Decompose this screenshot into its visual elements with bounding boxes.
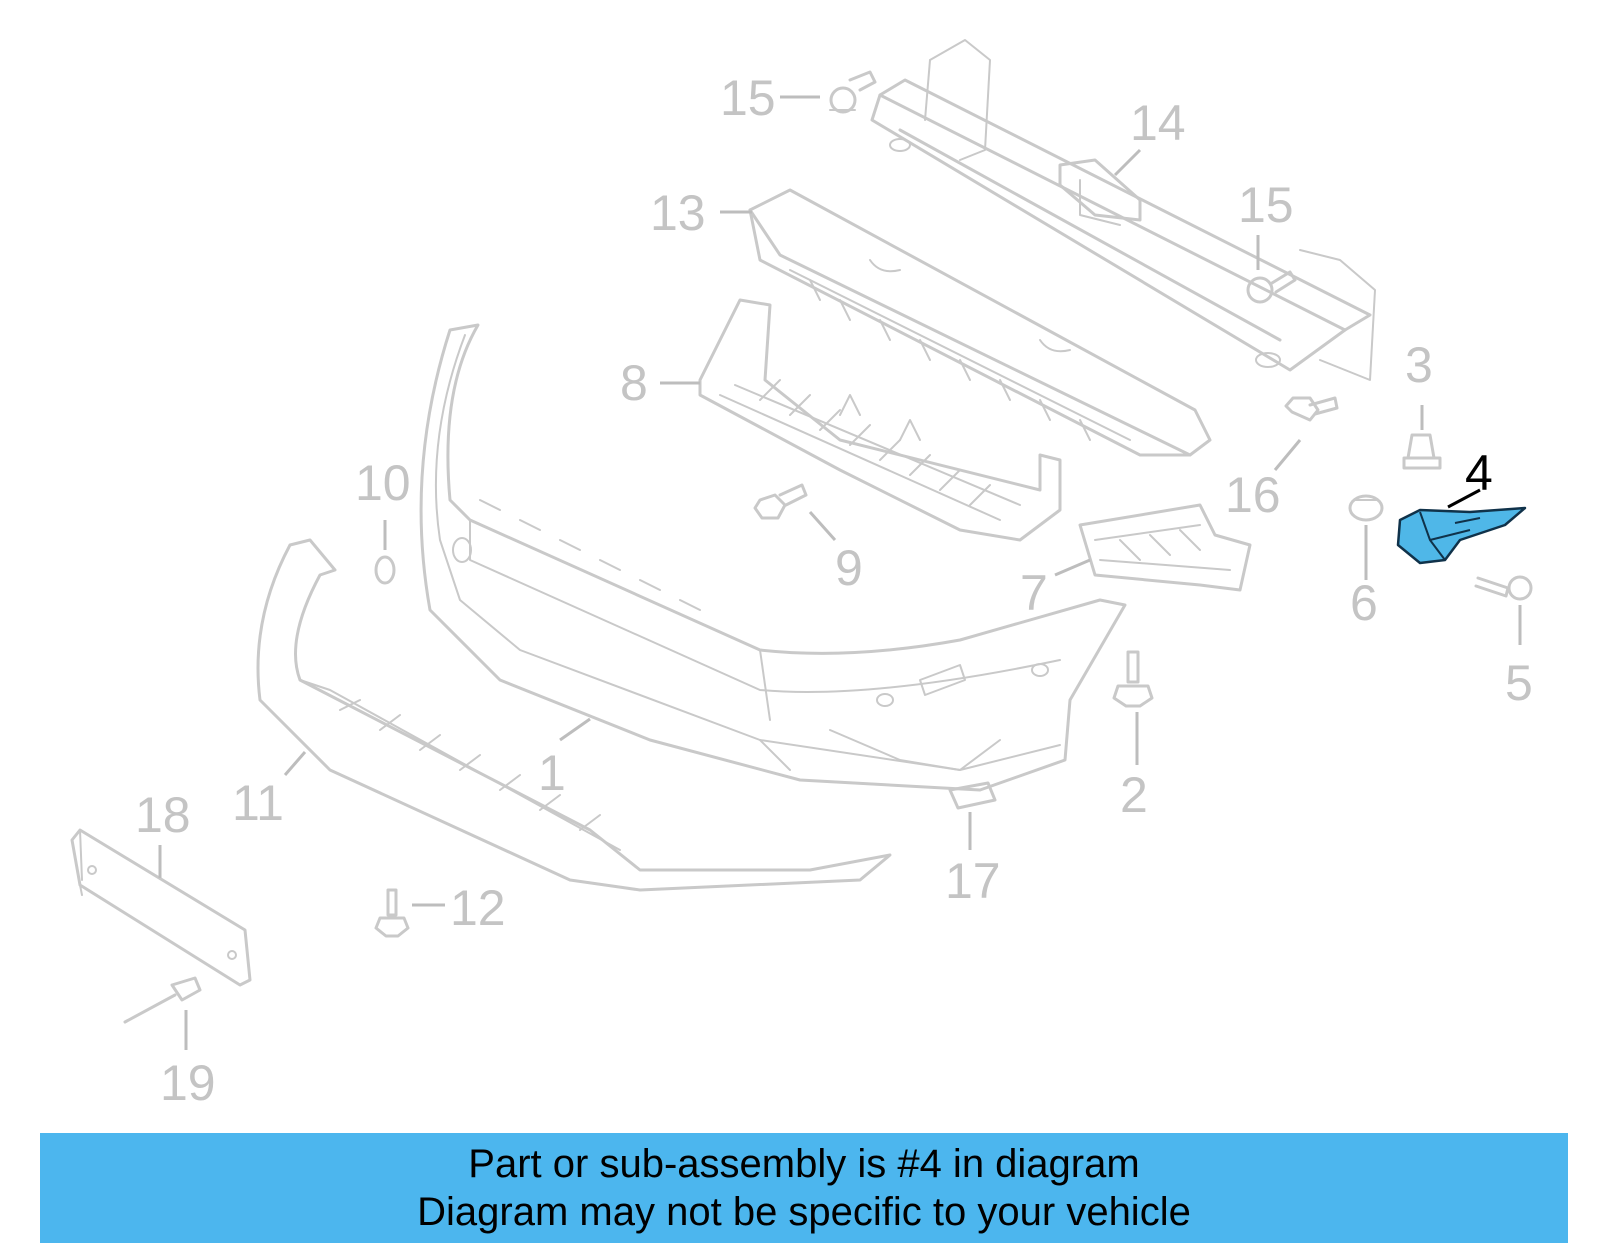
part-11-lower-spoiler (256, 538, 892, 892)
callout-19[interactable]: 19 (160, 1055, 216, 1111)
callout-18[interactable]: 18 (135, 787, 191, 843)
callout-12[interactable]: 12 (450, 880, 506, 936)
part-6-clip (1348, 494, 1384, 522)
callout-2[interactable]: 2 (1120, 767, 1148, 823)
callout-labels: 1 2 3 4 5 6 7 8 9 10 11 12 13 14 15 15 1… (135, 70, 1533, 1111)
part-12-bolt (374, 888, 410, 938)
part-2-bolt (1112, 650, 1154, 708)
callout-1[interactable]: 1 (538, 745, 566, 801)
callout-11[interactable]: 11 (232, 775, 284, 831)
part-5-screw (1474, 575, 1533, 601)
callout-10[interactable]: 10 (355, 455, 411, 511)
callout-4[interactable]: 4 (1465, 445, 1493, 501)
callout-7[interactable]: 7 (1020, 565, 1048, 621)
part-19-push-pin (123, 976, 202, 1024)
info-banner: Part or sub-assembly is #4 in diagram Di… (40, 1133, 1568, 1243)
banner-line-2: Diagram may not be specific to your vehi… (417, 1190, 1191, 1234)
part-10-clip (374, 555, 396, 585)
leader-lines (158, 95, 1522, 1050)
callout-3[interactable]: 3 (1405, 337, 1433, 393)
callout-6[interactable]: 6 (1350, 575, 1378, 631)
part-3-nut (1402, 433, 1442, 470)
part-1-bumper-cover (419, 323, 1127, 792)
part-15a-fastener (829, 70, 877, 114)
part-13-energy-absorber (748, 188, 1212, 457)
callout-16[interactable]: 16 (1225, 467, 1281, 523)
callout-9[interactable]: 9 (835, 540, 863, 596)
part-16-bolt (1284, 396, 1339, 422)
callout-15-right[interactable]: 15 (1238, 177, 1294, 233)
part-18-license-bracket (70, 828, 252, 987)
part-14-reinforcement-beam (870, 39, 1376, 381)
part-8-grille-insert (698, 298, 1062, 542)
callout-8[interactable]: 8 (620, 355, 648, 411)
part-14-bracket (1058, 158, 1142, 226)
part-9-bolt (753, 483, 808, 520)
part-15b-fastener (1246, 270, 1297, 304)
callout-15-top[interactable]: 15 (720, 70, 776, 126)
part-7-side-bracket (1078, 503, 1252, 592)
part-17-tow-hook-cover (948, 781, 997, 810)
banner-line-1: Part or sub-assembly is #4 in diagram (468, 1142, 1140, 1186)
callout-5[interactable]: 5 (1505, 655, 1533, 711)
callout-17[interactable]: 17 (945, 853, 1001, 909)
part-4-bracket-highlighted[interactable] (1396, 506, 1527, 565)
callout-13[interactable]: 13 (650, 185, 706, 241)
callout-14[interactable]: 14 (1130, 95, 1186, 151)
